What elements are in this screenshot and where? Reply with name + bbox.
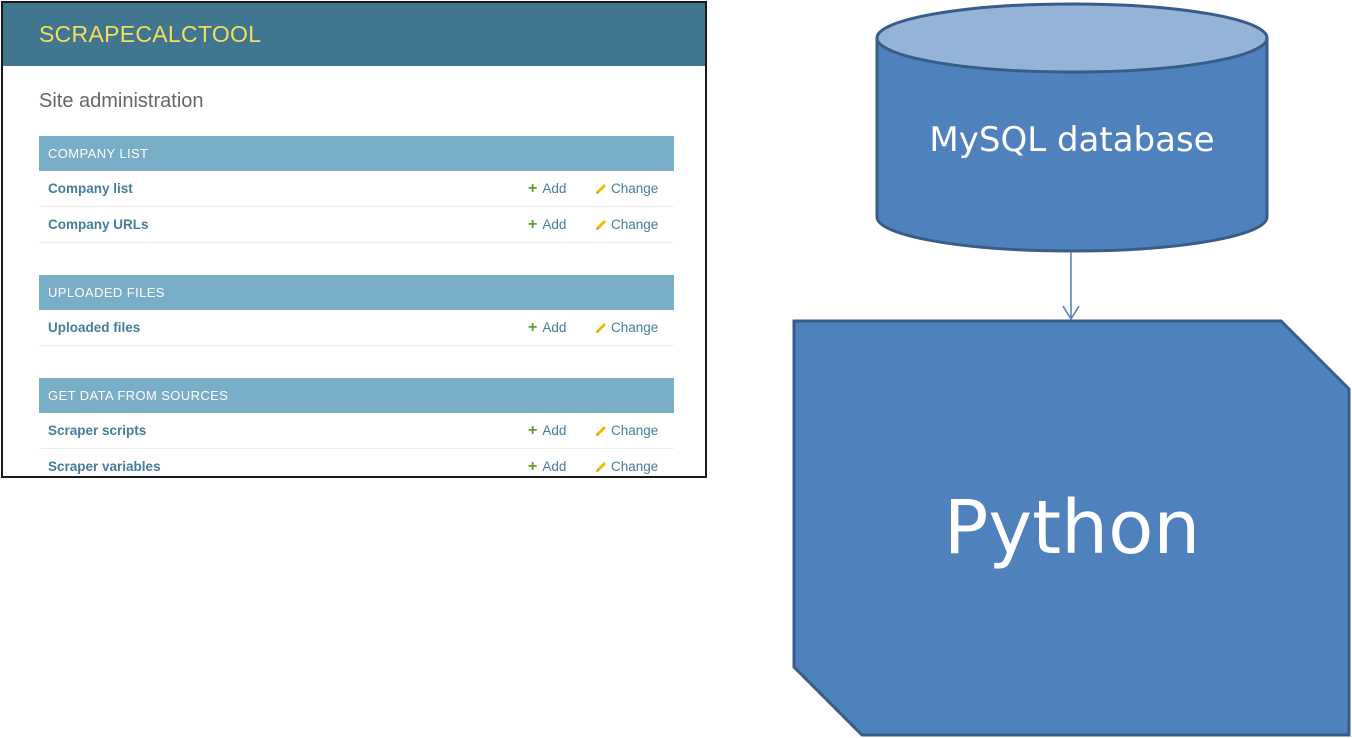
model-link-scraper-variables[interactable]: Scraper variables — [48, 459, 161, 474]
model-link-company-list[interactable]: Company list — [48, 181, 133, 196]
database-label: MySQL database — [929, 120, 1215, 160]
module-company-list: COMPANY LIST Company list + Add Change C… — [39, 136, 674, 243]
model-link-company-urls[interactable]: Company URLs — [48, 217, 149, 232]
pencil-icon — [596, 322, 606, 333]
change-label: Change — [611, 217, 659, 232]
change-label: Change — [611, 459, 659, 474]
add-button[interactable]: + Add — [528, 319, 594, 336]
change-label: Change — [611, 423, 659, 438]
plus-icon: + — [528, 319, 538, 336]
database-cylinder-top — [875, 2, 1269, 74]
python-label: Python — [943, 485, 1201, 571]
module-caption[interactable]: UPLOADED FILES — [39, 275, 674, 310]
change-button[interactable]: Change — [594, 423, 674, 438]
admin-header: SCRAPECALCTOOL — [3, 3, 705, 66]
plus-icon: + — [528, 458, 538, 475]
add-button[interactable]: + Add — [528, 422, 594, 439]
page-title: Site administration — [39, 90, 204, 112]
add-label: Add — [542, 423, 567, 438]
plus-icon: + — [528, 216, 538, 233]
add-label: Add — [542, 320, 567, 335]
change-button[interactable]: Change — [594, 181, 674, 196]
pencil-icon — [596, 425, 606, 436]
module-get-data-from-sources: GET DATA FROM SOURCES Scraper scripts + … — [39, 378, 674, 476]
change-button[interactable]: Change — [594, 320, 674, 335]
plus-icon: + — [528, 180, 538, 197]
model-row: Company URLs + Add Change — [39, 207, 674, 243]
model-row: Company list + Add Change — [39, 171, 674, 207]
model-row: Scraper variables + Add Change — [39, 449, 674, 476]
pencil-icon — [596, 183, 606, 194]
admin-content: Site administration COMPANY LIST Company… — [3, 66, 705, 476]
pencil-icon — [596, 219, 606, 230]
module-caption[interactable]: GET DATA FROM SOURCES — [39, 378, 674, 413]
admin-panel: SCRAPECALCTOOL Site administration COMPA… — [1, 1, 707, 478]
model-row: Scraper scripts + Add Change — [39, 413, 674, 449]
add-label: Add — [542, 181, 567, 196]
change-label: Change — [611, 320, 659, 335]
add-label: Add — [542, 459, 567, 474]
admin-brand[interactable]: SCRAPECALCTOOL — [39, 21, 262, 47]
add-button[interactable]: + Add — [528, 458, 594, 475]
change-button[interactable]: Change — [594, 459, 674, 474]
model-row: Uploaded files + Add Change — [39, 310, 674, 346]
arrow-head-icon — [1062, 305, 1080, 321]
module-caption[interactable]: COMPANY LIST — [39, 136, 674, 171]
add-label: Add — [542, 217, 567, 232]
pencil-icon — [596, 461, 606, 472]
model-link-uploaded-files[interactable]: Uploaded files — [48, 320, 141, 335]
change-label: Change — [611, 181, 659, 196]
add-button[interactable]: + Add — [528, 180, 594, 197]
plus-icon: + — [528, 422, 538, 439]
module-uploaded-files: UPLOADED FILES Uploaded files + Add Chan… — [39, 275, 674, 346]
model-link-scraper-scripts[interactable]: Scraper scripts — [48, 423, 147, 438]
add-button[interactable]: + Add — [528, 216, 594, 233]
change-button[interactable]: Change — [594, 217, 674, 232]
